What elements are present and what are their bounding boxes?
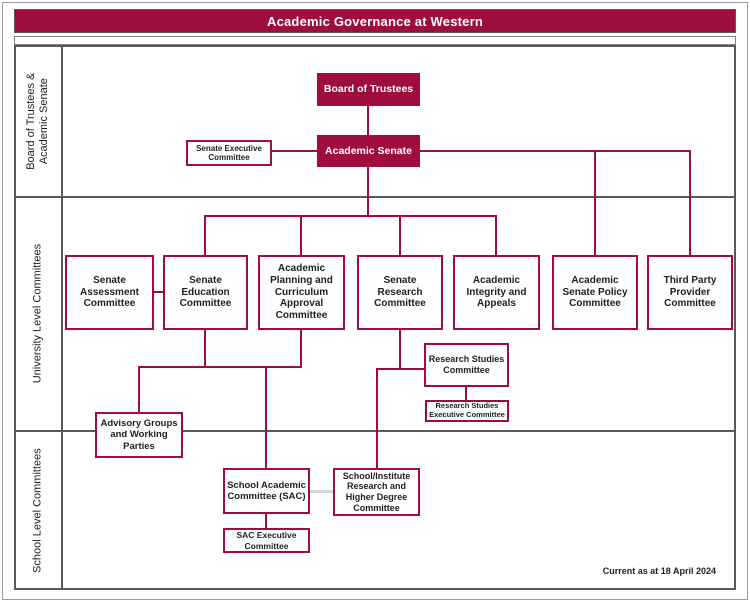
grid-label-column-border xyxy=(61,45,63,590)
connector-education-down xyxy=(204,330,206,368)
node-academic-senate-policy-committee: Academic Senate Policy Committee xyxy=(552,255,638,330)
spacer-strip xyxy=(14,36,736,45)
node-label: Academic Senate xyxy=(325,144,412,157)
grid-divider-row2-row3 xyxy=(14,430,736,432)
node-research-studies-executive-committee: Research Studies Executive Committee xyxy=(425,400,509,422)
connector-senate-right-bus xyxy=(420,150,691,152)
node-third-party-provider-committee: Third Party Provider Committee xyxy=(647,255,733,330)
node-label: Research Studies Executive Committee xyxy=(429,401,505,419)
node-label: Academic Planning and Curriculum Approva… xyxy=(270,263,333,322)
connector-assessment-education xyxy=(154,291,163,293)
row-label-school-level: School Level Committees xyxy=(30,448,43,573)
connector-lower-bus xyxy=(138,366,302,368)
connector-research-down xyxy=(399,330,401,370)
connector-drop-advisory xyxy=(138,368,140,412)
connector-research-studies xyxy=(376,368,424,370)
connector-trustees-senate xyxy=(367,106,369,135)
node-label: Third Party Provider Committee xyxy=(663,274,717,310)
connector-drop-sac xyxy=(265,368,267,468)
node-label: Advisory Groups and Working Parties xyxy=(100,418,178,452)
row-label-trustees-senate: Board of Trustees & Academic Senate xyxy=(24,72,50,170)
node-label: Senate Executive Committee xyxy=(196,143,262,162)
node-academic-senate: Academic Senate xyxy=(317,135,420,167)
connector-drop-third-party xyxy=(689,150,691,255)
node-school-academic-committee: School Academic Committee (SAC) xyxy=(223,468,310,514)
connector-drop-research xyxy=(399,217,401,255)
node-senate-executive-committee: Senate Executive Committee xyxy=(186,140,272,166)
node-academic-planning-committee: Academic Planning and Curriculum Approva… xyxy=(258,255,345,330)
node-label: Senate Assessment Committee xyxy=(80,274,139,310)
node-label: Senate Education Committee xyxy=(179,274,232,310)
connector-drop-policy xyxy=(594,150,596,255)
chart-title-bar: Academic Governance at Western xyxy=(14,9,736,33)
node-label: Board of Trustees xyxy=(323,83,414,96)
node-academic-integrity-appeals: Academic Integrity and Appeals xyxy=(453,255,540,330)
connector-planning-down xyxy=(300,330,302,368)
connector-drop-planning xyxy=(300,217,302,255)
connector-senate-bus-riser xyxy=(367,167,369,217)
connector-drop-integrity xyxy=(495,217,497,255)
node-senate-research-committee: Senate Research Committee xyxy=(357,255,443,330)
node-research-studies-committee: Research Studies Committee xyxy=(424,343,509,387)
row-label-university-level: University Level Committees xyxy=(30,244,43,384)
connector-drop-education xyxy=(204,217,206,255)
node-label: SAC Executive Committee xyxy=(236,530,297,551)
current-as-at-date: Current as at 18 April 2024 xyxy=(602,566,716,576)
node-senate-assessment-committee: Senate Assessment Committee xyxy=(65,255,154,330)
node-board-of-trustees: Board of Trustees xyxy=(317,73,420,106)
node-senate-education-committee: Senate Education Committee xyxy=(163,255,248,330)
connector-exec-senate xyxy=(272,150,317,152)
connector-sac-school-institute xyxy=(310,490,333,493)
node-label: Academic Integrity and Appeals xyxy=(466,274,527,310)
grid-divider-row1-row2 xyxy=(14,196,736,198)
node-school-institute-research-hd-committee: School/Institute Research and Higher Deg… xyxy=(333,468,420,516)
chart-title: Academic Governance at Western xyxy=(266,13,483,29)
connector-drop-school-institute xyxy=(376,368,378,468)
node-sac-executive-committee: SAC Executive Committee xyxy=(223,528,310,553)
node-advisory-groups-working-parties: Advisory Groups and Working Parties xyxy=(95,412,183,458)
connector-committee-bus xyxy=(204,215,497,217)
connector-sac-exec xyxy=(265,514,267,528)
node-label: Senate Research Committee xyxy=(374,274,426,310)
connector-rs-exec xyxy=(465,387,467,400)
node-label: Research Studies Committee xyxy=(428,354,505,375)
node-label: School Academic Committee (SAC) xyxy=(227,479,306,502)
node-label: School/Institute Research and Higher Deg… xyxy=(342,470,411,513)
node-label: Academic Senate Policy Committee xyxy=(562,274,628,310)
